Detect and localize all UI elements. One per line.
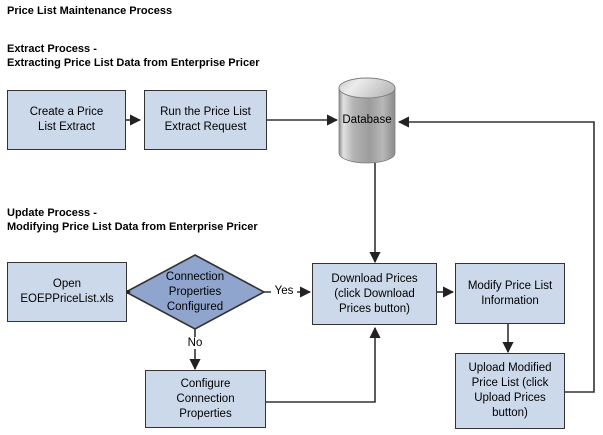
node-upload-modified-price-list-label: Upload Modified Price List (click Upload… <box>468 362 552 419</box>
section-heading-update-line2: Modifying Price List Data from Enterpris… <box>7 221 258 233</box>
page-title: Price List Maintenance Process <box>7 5 173 17</box>
node-run-price-list-extract-request-label: Run the Price List Extract Request <box>160 106 251 133</box>
node-connection-properties-configured-label: Connection Properties Configured <box>165 270 225 313</box>
connector-upload-to-database <box>397 116 595 393</box>
database-label: Database <box>342 114 392 126</box>
edge-label-no: No <box>182 337 208 349</box>
node-download-prices[interactable]: Download Prices (click Download Prices b… <box>312 263 437 325</box>
node-open-eoeppricelist-xls-label: Open EOEPPriceList.xls <box>20 278 114 305</box>
node-upload-modified-price-list[interactable]: Upload Modified Price List (click Upload… <box>455 353 565 429</box>
node-run-price-list-extract-request[interactable]: Run the Price List Extract Request <box>144 90 267 150</box>
node-modify-price-list-information-label: Modify Price List Information <box>467 279 553 307</box>
node-modify-price-list-information[interactable]: Modify Price List Information <box>455 263 565 324</box>
database-cylinder-shape <box>338 77 396 164</box>
section-heading-extract-line1: Extract Process - <box>7 43 97 55</box>
connector-configure-to-download <box>266 326 381 403</box>
node-configure-connection-properties-label: Configure Connection Properties <box>176 377 235 420</box>
node-create-price-list-extract[interactable]: Create a Price List Extract <box>7 90 126 150</box>
section-heading-extract-line2: Extracting Price List Data from Enterpri… <box>7 57 260 69</box>
edge-label-yes: Yes <box>271 285 297 297</box>
node-download-prices-label: Download Prices (click Download Prices b… <box>331 272 418 315</box>
node-open-eoeppricelist-xls[interactable]: Open EOEPPriceList.xls <box>7 262 127 322</box>
node-connection-properties-configured[interactable]: Connection Properties Configured <box>126 255 264 329</box>
node-configure-connection-properties[interactable]: Configure Connection Properties <box>145 370 266 428</box>
section-heading-update-line1: Update Process - <box>7 207 97 219</box>
node-create-price-list-extract-label: Create a Price List Extract <box>29 106 104 133</box>
